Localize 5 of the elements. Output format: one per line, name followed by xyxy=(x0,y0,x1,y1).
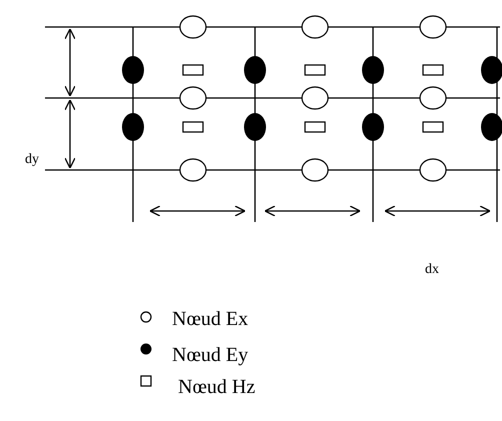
dimension-label: dx xyxy=(425,262,439,278)
legend-label: Nœud Ey xyxy=(172,344,248,367)
legend-label: Nœud Ex xyxy=(172,308,248,331)
legend-label: Nœud Hz xyxy=(178,376,256,399)
dimension-label: dy xyxy=(25,152,39,168)
